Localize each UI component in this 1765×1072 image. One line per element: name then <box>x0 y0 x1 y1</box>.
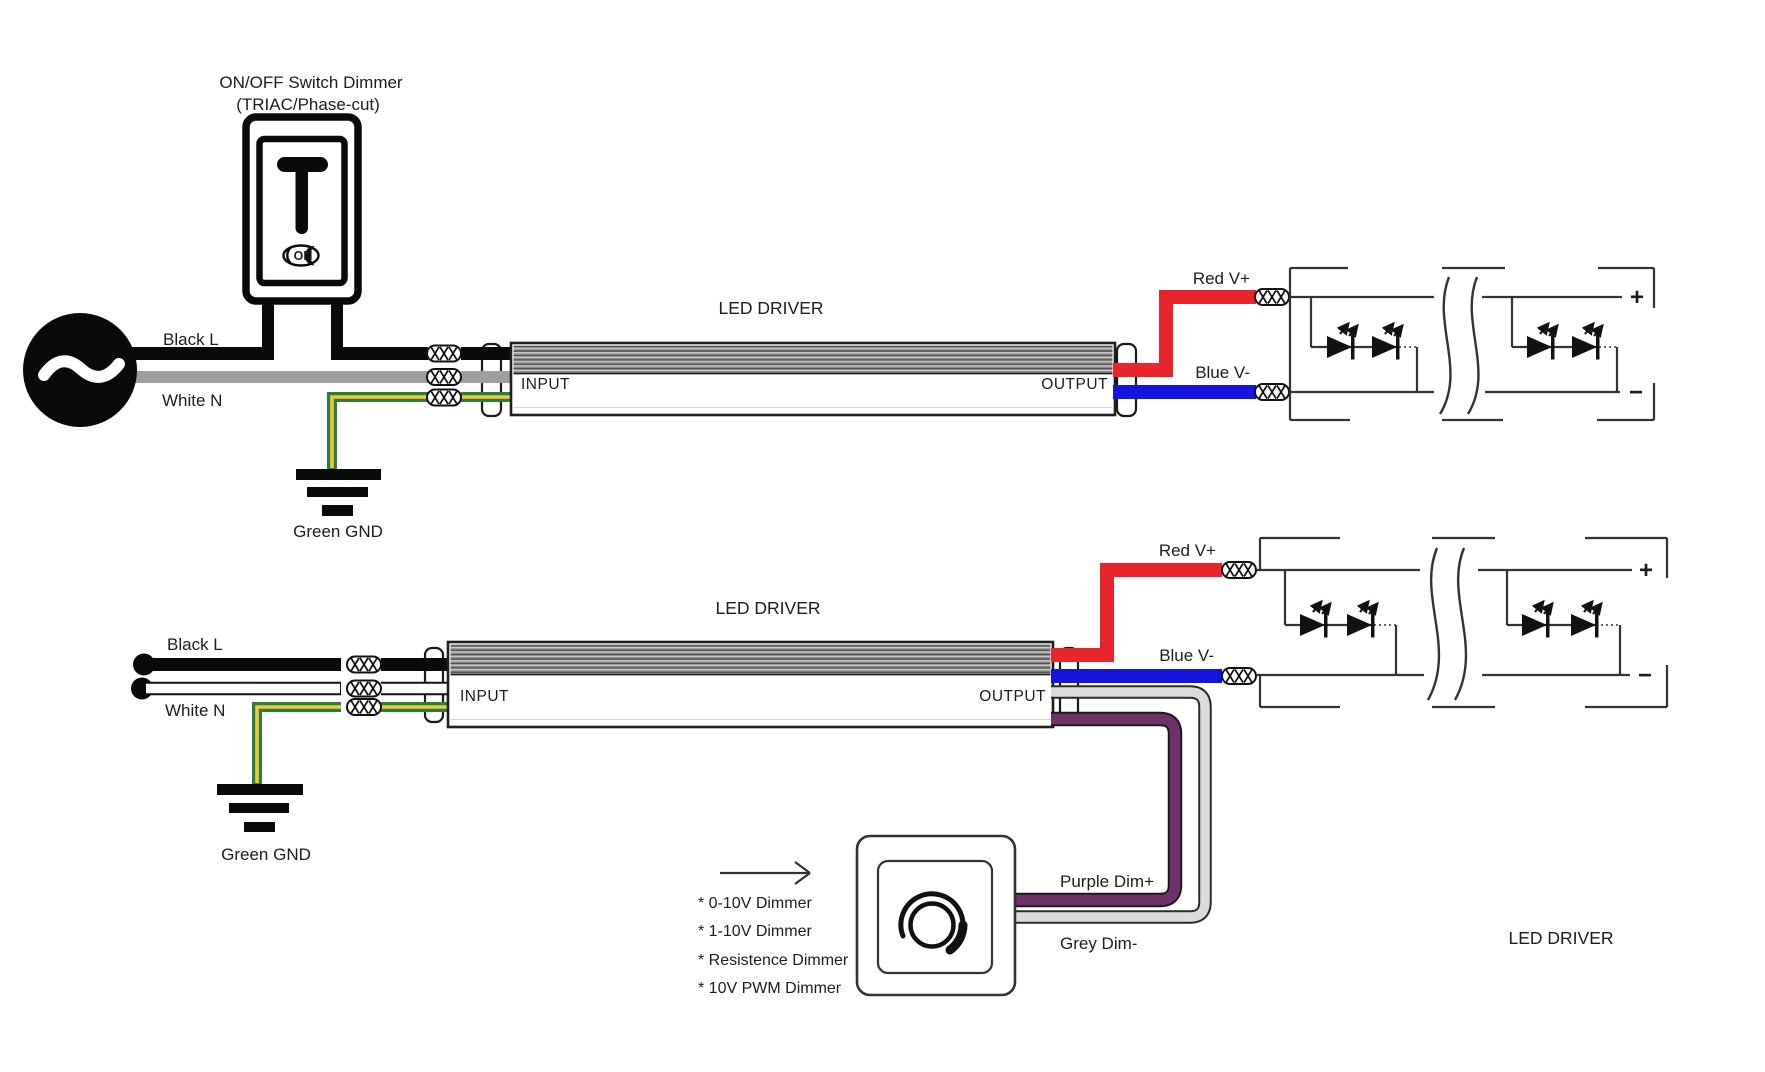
ferrule-icon <box>1221 561 1257 579</box>
dimmer-type-3: * 10V PWM Dimmer <box>698 980 842 997</box>
on-off-switch-icon: ON <box>242 113 362 305</box>
dimmer-type-1: * 1-10V Dimmer <box>698 923 812 940</box>
purple-dim-plus-wire <box>1016 711 1183 908</box>
led-driver-2: INPUT OUTPUT <box>446 640 1055 729</box>
line-wire-black <box>112 296 428 360</box>
neutral-label: White N <box>165 701 225 720</box>
0-10v-dimming-diagram: INPUT OUTPUT <box>131 536 1669 997</box>
driver-mount-bracket <box>1115 342 1138 418</box>
vminus-label: Blue V- <box>1159 646 1214 665</box>
driver-input-stubs <box>381 658 451 712</box>
ferrule-icon <box>346 655 382 674</box>
ferrule-icon <box>426 388 462 407</box>
led-driver-1: INPUT OUTPUT <box>509 341 1117 417</box>
led-icon <box>1527 324 1557 360</box>
ferrule-icon <box>1254 383 1290 401</box>
dimmer-arrow-icon <box>720 861 811 885</box>
led-icon <box>1372 324 1402 360</box>
switch-subtitle: (TRIAC/Phase-cut) <box>236 95 380 114</box>
driver2-input-label: INPUT <box>460 688 509 705</box>
led-icon <box>1347 602 1377 638</box>
ferrule-icon <box>426 368 462 386</box>
panel2-plus-terminal: + <box>1639 557 1653 584</box>
driver1-output-label: OUTPUT <box>1041 376 1108 393</box>
driver2-title: LED DRIVER <box>715 598 820 618</box>
driver2-output-label: OUTPUT <box>979 688 1046 705</box>
panel1-plus-terminal: + <box>1630 284 1644 311</box>
ground-wire-green-yellow <box>252 702 341 785</box>
driver-input-stubs <box>461 347 514 402</box>
driver1-input-label: INPUT <box>521 376 570 393</box>
driver1-title: LED DRIVER <box>718 298 823 318</box>
led-icon <box>1300 602 1330 638</box>
vplus-label: Red V+ <box>1159 541 1216 560</box>
line-wire-black <box>133 653 341 676</box>
ground-label: Green GND <box>221 845 311 864</box>
line-label: Black L <box>167 635 223 654</box>
ferrule-icon <box>1221 667 1257 685</box>
dimmer-type-0: * 0-10V Dimmer <box>698 895 812 912</box>
neutral-wire-white <box>131 677 341 700</box>
led-icon <box>1571 602 1601 638</box>
led-icon <box>1327 324 1357 360</box>
dimmer-knob-box <box>855 834 1017 997</box>
vplus-label: Red V+ <box>1193 269 1250 288</box>
led-icon <box>1522 602 1552 638</box>
ferrule-icon <box>426 344 462 363</box>
ferrule-icon <box>346 698 382 716</box>
switch-title: ON/OFF Switch Dimmer <box>219 73 403 92</box>
grey-dim-minus-wire <box>1016 685 1212 924</box>
ferrule-icon <box>1254 288 1290 306</box>
red-vplus-wire <box>1051 563 1222 662</box>
ac-source-icon <box>23 313 137 427</box>
red-vplus-wire <box>1113 290 1256 377</box>
knob-icon <box>908 901 956 949</box>
line-label: Black L <box>163 330 219 349</box>
neutral-label: White N <box>162 391 222 410</box>
dimmer-type-2: * Resistence Dimmer <box>698 952 849 969</box>
switch-on-label: ON <box>294 249 313 263</box>
dim-plus-label: Purple Dim+ <box>1060 872 1154 891</box>
ground-symbol <box>217 784 303 832</box>
ferrule-icon <box>346 679 382 698</box>
led-panel-2 <box>1257 536 1669 709</box>
panel2-minus-terminal: − <box>1638 662 1652 689</box>
dim-minus-label: Grey Dim- <box>1060 934 1137 953</box>
ground-symbol <box>296 469 381 516</box>
ground-wire-green-yellow <box>327 392 428 470</box>
triac-dimming-diagram: ON INPUT OUTPUT <box>23 73 1656 541</box>
panel1-minus-terminal: − <box>1629 379 1643 406</box>
led-icon <box>1572 324 1602 360</box>
led-driver-caption: LED DRIVER <box>1508 928 1613 948</box>
vminus-label: Blue V- <box>1195 363 1250 382</box>
ground-label: Green GND <box>293 522 383 541</box>
